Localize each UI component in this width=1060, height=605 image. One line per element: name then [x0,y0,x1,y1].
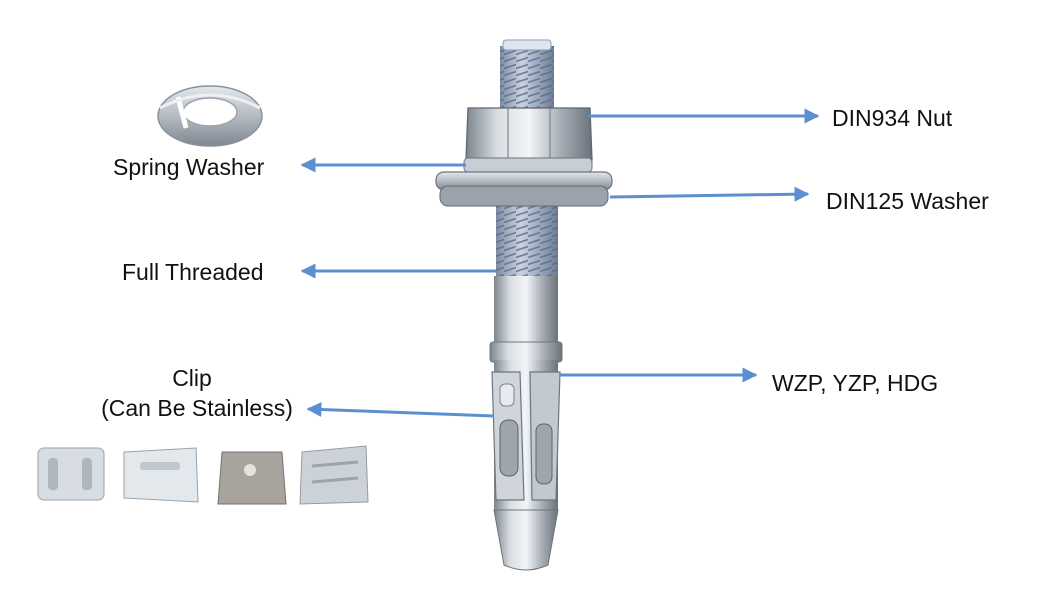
label-din934-nut: DIN934 Nut [832,105,953,131]
hex-nut [463,107,593,173]
clip-samples [37,445,369,505]
clip-sample-3 [217,451,287,505]
arrow-clip [306,402,495,418]
callout-arrows [300,108,820,418]
clip-sample-4 [299,445,369,505]
label-din125-washer: DIN125 Washer [826,188,989,214]
label-full-threaded: Full Threaded [122,259,264,285]
clip-sample-1 [37,447,105,501]
flat-washer [435,171,613,207]
label-finish: WZP, YZP, HDG [772,370,939,396]
arrow-washer [609,186,810,202]
clip-sample-2 [123,447,199,503]
label-spring-washer: Spring Washer [113,154,265,180]
label-clip: Clip [172,365,212,391]
label-clip-note: (Can Be Stainless) [101,395,293,421]
wedge-anchor-bolt [489,39,563,571]
expansion-clip [491,371,561,501]
spring-washer-icon [157,85,263,147]
